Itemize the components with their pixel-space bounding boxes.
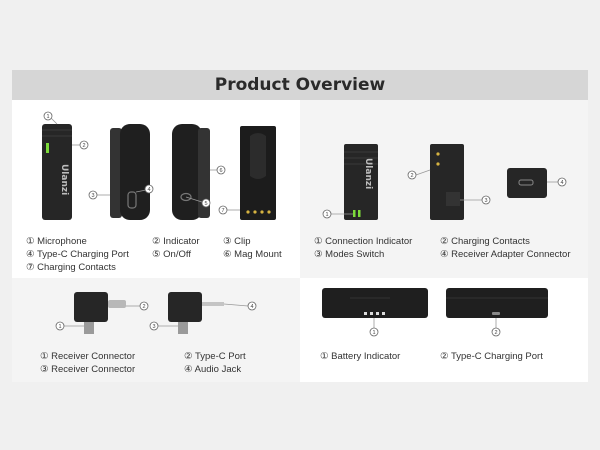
adapter-callout-1: 1: [58, 324, 61, 330]
receiver-callout-3: 3: [484, 198, 487, 204]
label-receiver-adapter-connector: ④ Receiver Adapter Connector: [440, 249, 571, 260]
transmitter-legend-col1: ① Microphone ④ Type-C Charging Port ⑦ Ch…: [26, 235, 129, 274]
audio-jack-adapter: [168, 292, 202, 322]
case-callout-2: 2: [494, 330, 497, 336]
receiver-callout-2: 2: [410, 173, 413, 179]
transmitter-legend-col2: ② Indicator ⑤ On/Off: [152, 235, 200, 261]
adapter-callout-3: 3: [152, 324, 155, 330]
receiver-legend-col2: ② Charging Contacts ④ Receiver Adapter C…: [440, 235, 571, 261]
receiver-legend-col1: ① Connection Indicator ③ Modes Switch: [314, 235, 412, 261]
label-audio-jack: ④ Audio Jack: [184, 364, 242, 375]
receiver-back: [430, 144, 464, 220]
callout-3: 3: [91, 193, 94, 199]
receiver-panel: Ulanzi 1 2 3 4 ① Connection Indicator ③ …: [300, 100, 588, 278]
label-type-c-charging-port: ④ Type-C Charging Port: [26, 249, 129, 260]
case-front: [322, 288, 428, 318]
clip: [110, 128, 122, 218]
transmitter-legend-col3: ③ Clip ⑥ Mag Mount: [223, 235, 282, 261]
callout-2: 2: [82, 143, 85, 149]
receiver-callout-1: 1: [325, 212, 328, 218]
label-clip: ③ Clip: [223, 236, 251, 247]
type-c-port-icon: [127, 191, 137, 209]
adapter-callout-2: 2: [142, 304, 145, 310]
case-illustration: 1 2: [322, 288, 548, 337]
title-bar: Product Overview: [12, 70, 588, 100]
battery-indicator-icon: [364, 312, 385, 315]
mag-mount-icon: [250, 133, 266, 179]
callout-1: 1: [46, 114, 49, 120]
on-off-button-icon: [180, 192, 192, 202]
modes-switch-icon: [446, 192, 460, 206]
case-type-c-port-icon: [492, 312, 500, 315]
label-charging-contacts: ⑦ Charging Contacts: [26, 262, 116, 273]
transmitter-panel: Ulanzi 1 2: [12, 100, 300, 278]
adapter-legend-col2: ② Type-C Port ④ Audio Jack: [184, 350, 246, 376]
label-microphone: ① Microphone: [26, 236, 87, 247]
callout-6: 6: [219, 168, 222, 174]
audio-jack-plug: [202, 302, 224, 306]
case-legend-col2: ② Type-C Charging Port: [440, 350, 543, 363]
receiver-callout-4: 4: [560, 180, 563, 186]
adapter-panel: 1 2 3 4 ① Receiver Connector ③ Receiver …: [12, 278, 300, 382]
label-case-type-c-charging-port: ② Type-C Charging Port: [440, 351, 543, 362]
label-receiver-connector-3: ③ Receiver Connector: [40, 364, 136, 375]
label-modes-switch: ③ Modes Switch: [314, 249, 385, 260]
connection-indicator-led: [353, 210, 356, 217]
adapter-illustration: 1 2 3 4: [55, 292, 257, 334]
label-on-off: ⑤ On/Off: [152, 249, 191, 260]
case-callout-1: 1: [372, 330, 375, 336]
adapter-legend-col1: ① Receiver Connector ③ Receiver Connecto…: [40, 350, 135, 376]
page-title: Product Overview: [214, 75, 386, 95]
receiver-brand-logo: Ulanzi: [363, 158, 373, 189]
label-receiver-charging-contacts: ② Charging Contacts: [440, 236, 530, 247]
label-mag-mount: ⑥ Mag Mount: [223, 249, 282, 260]
label-connection-indicator: ① Connection Indicator: [314, 236, 413, 247]
brand-logo: Ulanzi: [59, 164, 69, 195]
receiver-adapter-connector: [507, 168, 547, 198]
label-battery-indicator: ① Battery Indicator: [320, 351, 401, 362]
case-back: [446, 288, 548, 318]
charging-contact-icon: [436, 152, 440, 156]
case-panel: 1 2 ① Battery Indicator ② Type-C Chargin…: [300, 278, 588, 382]
type-c-adapter: [74, 292, 108, 322]
transmitter-illustration: Ulanzi 1 2: [42, 111, 276, 220]
transmitter-side: [120, 124, 150, 220]
adapter-callout-4: 4: [250, 304, 253, 310]
callout-4: 4: [147, 187, 150, 193]
transmitter-back: [172, 124, 202, 220]
callout-7: 7: [221, 208, 224, 214]
label-type-c-port: ② Type-C Port: [184, 351, 246, 362]
indicator-led: [46, 143, 49, 153]
case-legend-col1: ① Battery Indicator: [320, 350, 400, 363]
type-c-plug: [108, 300, 126, 308]
receiver-illustration: Ulanzi 1 2 3 4: [322, 144, 567, 220]
callout-5: 5: [204, 201, 207, 207]
transmitter-front: [42, 124, 72, 220]
receiver-front: [344, 144, 378, 220]
label-receiver-connector-1: ① Receiver Connector: [40, 351, 136, 362]
label-indicator: ② Indicator: [152, 236, 200, 247]
